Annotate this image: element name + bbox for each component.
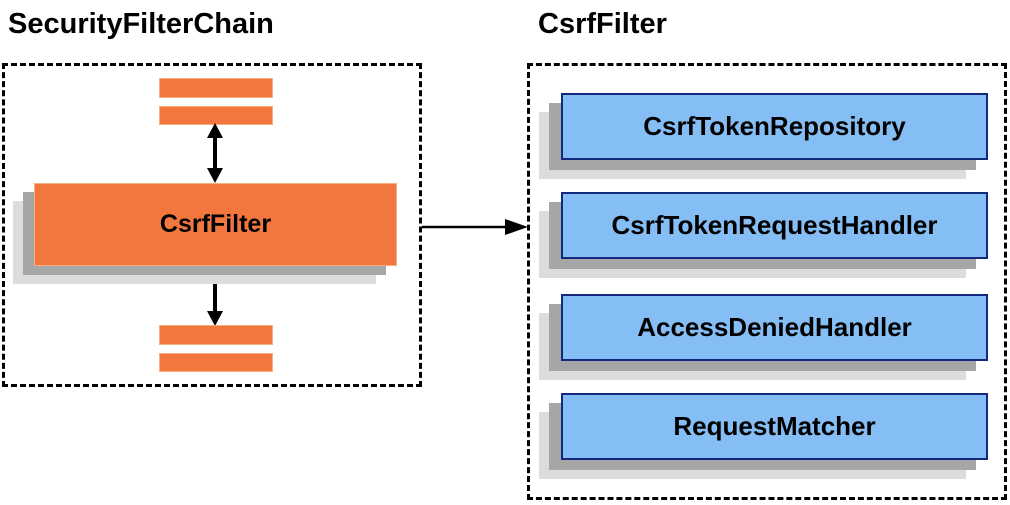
filter-bar [159, 353, 273, 372]
component-label: CsrfTokenRequestHandler [611, 210, 938, 240]
component-box-access-denied-handler: AccessDeniedHandler [561, 294, 988, 361]
filter-bar [159, 325, 273, 345]
component-box-csrf-token-request-handler: CsrfTokenRequestHandler [561, 192, 988, 259]
filter-bar [159, 106, 273, 125]
security-filter-chain-container [2, 63, 422, 387]
component-label: AccessDeniedHandler [637, 312, 912, 342]
filter-bar [159, 78, 273, 98]
csrf-filter-box-label: CsrfFilter [159, 210, 272, 238]
csrf-filter-container [527, 63, 1007, 500]
component-label: RequestMatcher [673, 411, 876, 441]
csrf-filter-title: CsrfFilter [538, 8, 667, 40]
component-box-request-matcher: RequestMatcher [561, 393, 988, 460]
right-arrow-icon [422, 219, 528, 235]
component-label: CsrfTokenRepository [643, 111, 906, 141]
component-box-csrf-token-repository: CsrfTokenRepository [561, 93, 988, 160]
security-filter-chain-title: SecurityFilterChain [8, 8, 274, 40]
csrf-filter-box: CsrfFilter [34, 183, 397, 266]
double-headed-arrow-icon [207, 123, 223, 183]
